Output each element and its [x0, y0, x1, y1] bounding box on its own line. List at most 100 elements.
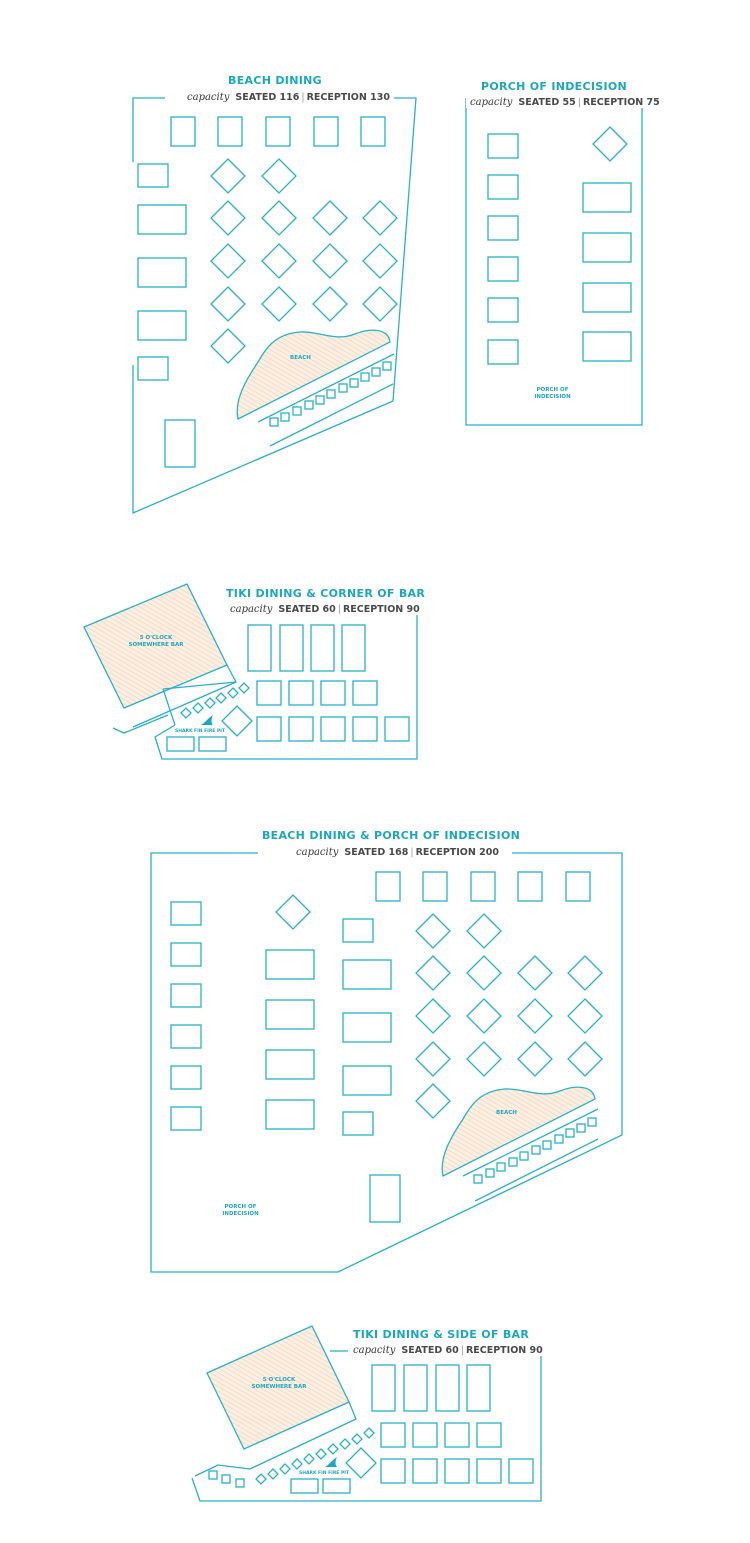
reception-count: RECEPTION 90	[342, 604, 420, 615]
table	[166, 736, 195, 752]
table	[444, 1458, 470, 1484]
shark-fin-icon	[325, 1457, 337, 1467]
capacity-word: capacity	[470, 97, 513, 108]
table	[170, 1065, 202, 1090]
beach-label: BEACH	[496, 1110, 517, 1116]
table	[164, 419, 196, 468]
table	[170, 901, 202, 926]
table	[137, 310, 187, 341]
table	[290, 1478, 319, 1494]
table	[517, 871, 543, 902]
reception-count: RECEPTION 75	[582, 97, 660, 108]
table	[313, 116, 339, 147]
capacity-line: capacity SEATED 55|RECEPTION 75	[466, 97, 664, 108]
table	[265, 1099, 315, 1130]
table	[412, 1458, 438, 1484]
table	[476, 1458, 502, 1484]
diamond-table	[592, 126, 628, 162]
capacity-line: capacity SEATED 60|RECEPTION 90	[226, 604, 424, 615]
diamond-table	[275, 894, 311, 930]
table	[235, 1478, 245, 1488]
table	[422, 871, 448, 902]
table	[487, 133, 519, 159]
plan-tiki-corner-of-bar	[83, 583, 418, 760]
room-outline	[150, 852, 623, 1273]
table	[137, 257, 187, 288]
table	[198, 736, 227, 752]
table	[360, 116, 386, 147]
firepit-label: SHARK FIN FIRE PIT	[175, 729, 225, 734]
table	[256, 716, 282, 742]
table	[137, 204, 187, 235]
table	[320, 680, 346, 706]
separator: |	[460, 1345, 464, 1356]
table	[444, 1422, 470, 1448]
reception-count: RECEPTION 90	[465, 1345, 543, 1356]
reception-count: RECEPTION 130	[306, 92, 390, 103]
table	[341, 624, 366, 672]
diamond-table	[221, 705, 253, 737]
plan-title: TIKI DINING & SIDE OF BAR	[353, 1328, 530, 1341]
bar-stools	[473, 1117, 597, 1184]
beach-label: BEACH	[290, 355, 311, 361]
table	[371, 1364, 396, 1412]
plan-beach-dining	[132, 97, 417, 514]
table	[137, 356, 169, 381]
table	[256, 680, 282, 706]
plan-title: TIKI DINING & CORNER OF BAR	[226, 587, 426, 600]
table	[322, 1478, 351, 1494]
table	[208, 1470, 218, 1480]
plan-beach-and-porch	[150, 852, 623, 1273]
capacity-word: capacity	[353, 1345, 396, 1356]
beach-area	[441, 1086, 596, 1177]
table	[487, 339, 519, 365]
diamond-tables	[415, 913, 603, 1119]
bar-label-line: 5 O'CLOCK	[139, 635, 173, 641]
table	[582, 282, 632, 313]
plan-tiki-side-of-bar	[191, 1325, 542, 1502]
bar-label-line: SOMEWHERE BAR	[128, 642, 184, 648]
table	[265, 999, 315, 1030]
area-label: PORCH OF INDECISION	[218, 1204, 263, 1218]
table	[487, 215, 519, 241]
bar-label: 5 O'CLOCK SOMEWHERE BAR	[249, 1377, 309, 1391]
bar-stools	[180, 682, 250, 719]
separator: |	[337, 604, 341, 615]
reception-count: RECEPTION 200	[415, 847, 499, 858]
table	[265, 116, 291, 147]
table	[288, 680, 314, 706]
table	[170, 1024, 202, 1049]
area-label-line: PORCH OF	[224, 1204, 257, 1210]
table	[342, 1065, 392, 1096]
capacity-word: capacity	[230, 604, 273, 615]
table	[403, 1364, 428, 1412]
seated-count: SEATED 55	[518, 97, 576, 108]
shark-fin-icon	[201, 715, 213, 725]
bar-stools	[255, 1427, 375, 1485]
table	[565, 871, 591, 902]
seated-count: SEATED 168	[344, 847, 409, 858]
table	[487, 174, 519, 200]
plan-title: BEACH DINING	[228, 74, 322, 87]
capacity-word: capacity	[296, 847, 339, 858]
table	[170, 983, 202, 1008]
table	[435, 1364, 460, 1412]
bar-stools	[269, 361, 392, 427]
capacity-word: capacity	[187, 92, 230, 103]
table	[582, 331, 632, 362]
seated-count: SEATED 60	[278, 604, 336, 615]
area-label-line: INDECISION	[534, 394, 571, 400]
table	[320, 716, 346, 742]
table	[476, 1422, 502, 1448]
table	[582, 232, 632, 263]
table	[375, 871, 401, 902]
table	[170, 1106, 202, 1131]
table	[412, 1422, 438, 1448]
table	[466, 1364, 491, 1412]
separator: |	[301, 92, 305, 103]
bar-label-line: SOMEWHERE BAR	[251, 1384, 307, 1390]
separator: |	[577, 97, 581, 108]
table	[221, 1474, 231, 1484]
